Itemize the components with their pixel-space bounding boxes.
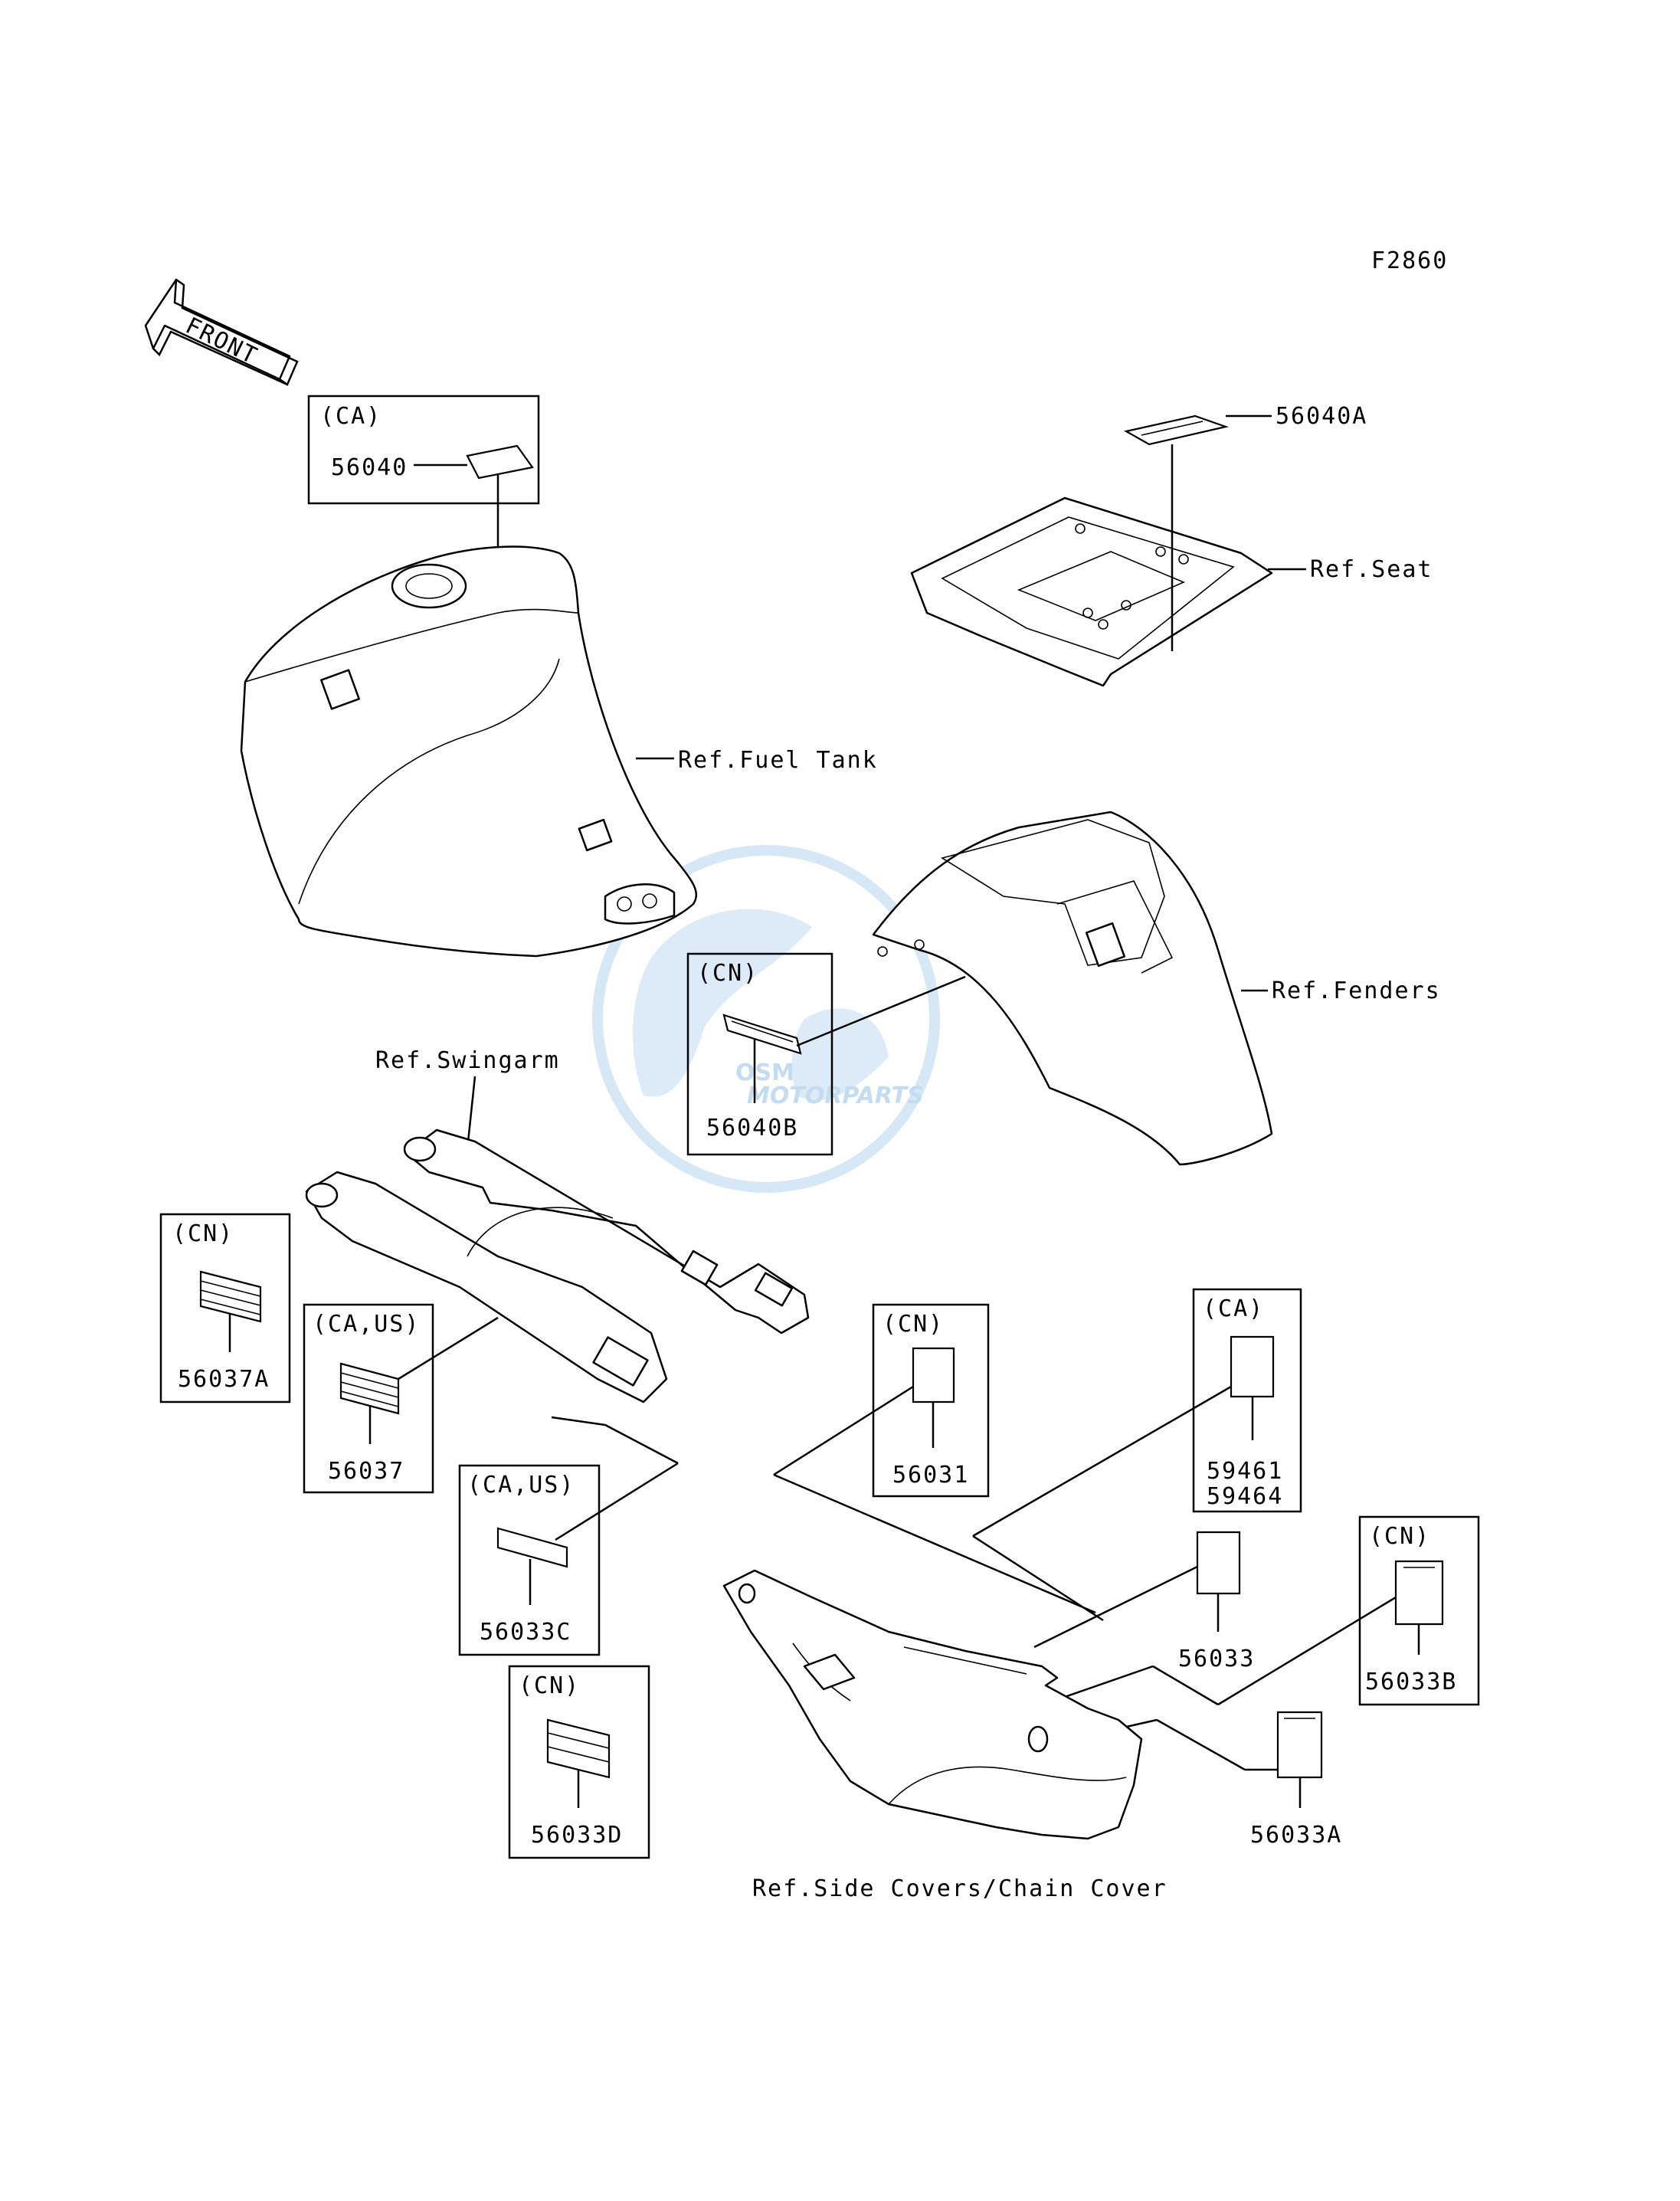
callout-box-56031 (872, 1303, 990, 1498)
part-number-56033B: 56033B (1365, 1669, 1457, 1695)
callout-box-56033C (458, 1464, 601, 1656)
label-56031 (912, 1347, 955, 1403)
part-number-56037A: 56037A (178, 1366, 270, 1393)
part-number-56033C: 56033C (480, 1619, 571, 1646)
part-number-56040B: 56040B (706, 1115, 798, 1141)
label-56033 (1196, 1531, 1241, 1595)
fuel-tank (240, 545, 698, 958)
label-56040A (1123, 414, 1229, 446)
label-56033A (1276, 1711, 1323, 1779)
region-cn-56037A: (CN) (172, 1220, 234, 1247)
ref-seat: Ref.Seat (1310, 556, 1433, 583)
label-56033D (546, 1718, 611, 1779)
swingarm (305, 1128, 810, 1403)
ref-swingarm: Ref.Swingarm (375, 1047, 560, 1074)
part-number-56033A: 56033A (1250, 1822, 1342, 1849)
callout-box-56040B (686, 952, 833, 1156)
label-59461 (1230, 1335, 1275, 1398)
label-56033C (496, 1527, 568, 1568)
part-number-56033D: 56033D (531, 1822, 623, 1849)
rear-fender (872, 811, 1273, 1166)
region-cn-56033B: (CN) (1369, 1523, 1430, 1550)
callout-box-59461 (1192, 1288, 1302, 1513)
region-cn-56031: (CN) (883, 1311, 944, 1338)
side-cover (722, 1569, 1143, 1840)
part-number-56031: 56031 (892, 1462, 969, 1489)
watermark: OSM MOTORPARTS (592, 845, 940, 1193)
label-56033B (1394, 1560, 1444, 1626)
region-ca-56040: (CA) (320, 403, 382, 430)
watermark-sub: MOTORPARTS (747, 1082, 924, 1109)
callout-box-56037 (303, 1303, 434, 1494)
part-number-56033: 56033 (1178, 1646, 1255, 1672)
ref-fuel-tank: Ref.Fuel Tank (678, 747, 878, 774)
front-arrow-icon: FRONT (144, 278, 299, 386)
part-number-56037: 56037 (328, 1458, 404, 1485)
part-number-59464: 59464 (1207, 1483, 1283, 1510)
region-cn-56040B: (CN) (697, 960, 758, 987)
region-cn-56033D: (CN) (519, 1672, 580, 1699)
part-number-56040A: 56040A (1276, 403, 1367, 430)
region-ca-us-56033C: (CA,US) (467, 1472, 575, 1498)
watermark-main: OSM (735, 1060, 794, 1086)
region-ca-us-56037: (CA,US) (313, 1311, 420, 1338)
callout-box-56033D (508, 1665, 650, 1859)
figure-code: F2860 (1371, 247, 1448, 274)
ref-side-covers: Ref.Side Covers/Chain Cover (752, 1875, 1167, 1902)
region-ca-59461: (CA) (1203, 1295, 1264, 1322)
callout-box-56033B (1358, 1515, 1480, 1706)
seat-pan (910, 496, 1273, 687)
part-number-59461: 59461 (1207, 1458, 1283, 1485)
ref-fenders: Ref.Fenders (1272, 978, 1441, 1004)
front-arrow-label: FRONT (181, 313, 262, 370)
label-56037A (199, 1270, 262, 1323)
callout-box-56037A (159, 1213, 291, 1403)
part-number-56040: 56040 (331, 454, 408, 481)
label-56037 (339, 1362, 400, 1415)
label-56040 (466, 444, 534, 480)
callout-box-56040 (307, 395, 540, 505)
label-56040B (722, 1014, 802, 1055)
